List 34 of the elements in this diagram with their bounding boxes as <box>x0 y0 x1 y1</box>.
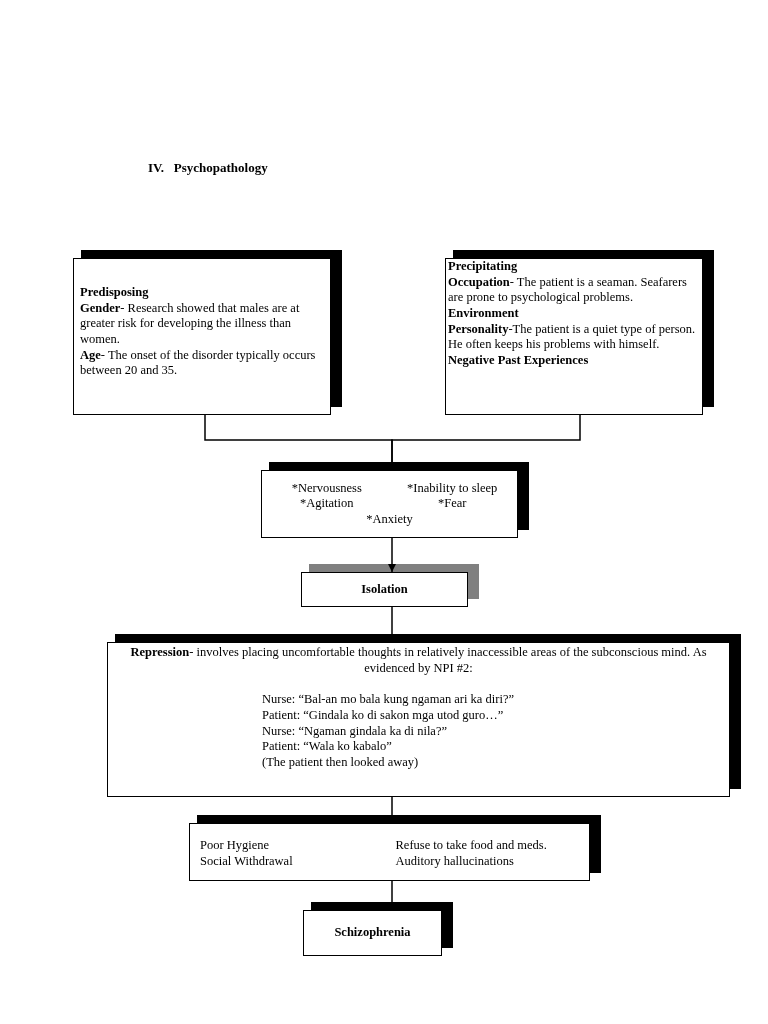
flow-box <box>445 258 703 415</box>
symptom-text: *Fear <box>438 496 467 512</box>
factor-text: Personality-The patient is a quiet type of person. He often keeps his problems with himself. <box>448 321 696 353</box>
symptom-text: Social Withdrawal <box>200 853 293 870</box>
flow-box <box>189 823 590 881</box>
dialogue-line: Nurse: “Bal-an mo bala kung ngaman ari ka diri?” <box>262 692 515 708</box>
symptom-text: Auditory hallucinations <box>395 853 514 870</box>
factor-text: Age- The onset of the disorder typically occurs between 20 and 35. <box>80 347 317 379</box>
definition-text: Repression- involves placing uncomfortable thoughts in relatively inaccessible areas of the subconscious mind. As evidenced by NPI #2: <box>129 645 708 677</box>
flow-box <box>261 470 518 538</box>
symptom-text: *Nervousness <box>291 480 362 497</box>
flow-box <box>73 258 331 415</box>
box-heading: Schizophrenia <box>333 925 412 941</box>
box-heading: Precipitating <box>448 259 519 275</box>
factor-text: Gender- Research showed that males are at greater risk for developing the illness than women. <box>80 300 301 348</box>
symptom-text: *Agitation <box>300 496 354 512</box>
flow-box <box>301 572 468 607</box>
symptom-text: *Inability to sleep <box>407 480 498 497</box>
page-title: IV. Psychopathology <box>148 160 268 176</box>
flow-box <box>303 910 442 956</box>
box-heading: Negative Past Experiences <box>448 352 590 369</box>
arrow <box>388 537 396 573</box>
symptom-text: *Anxiety <box>366 511 413 528</box>
factor-text: Occupation- The patient is a seaman. Seafarers are prone to psychological problems. <box>448 274 688 306</box>
dialogue-line: Patient: “Gindala ko di sakon mga utod guro…” <box>262 707 505 724</box>
dialogue-line: (The patient then looked away) <box>262 754 420 771</box>
dialogue-line: Nurse: “Ngaman gindala ka di nila?” <box>262 723 448 740</box>
box-heading: Predisposing <box>80 285 150 301</box>
symptom-text: Poor Hygiene <box>200 838 270 854</box>
flow-box <box>107 642 730 797</box>
box-heading: Environment <box>448 305 520 322</box>
dialogue-line: Patient: “Wala ko kabalo” <box>262 739 393 755</box>
box-heading: Isolation <box>360 581 409 598</box>
symptom-text: Refuse to take food and meds. <box>395 838 547 854</box>
